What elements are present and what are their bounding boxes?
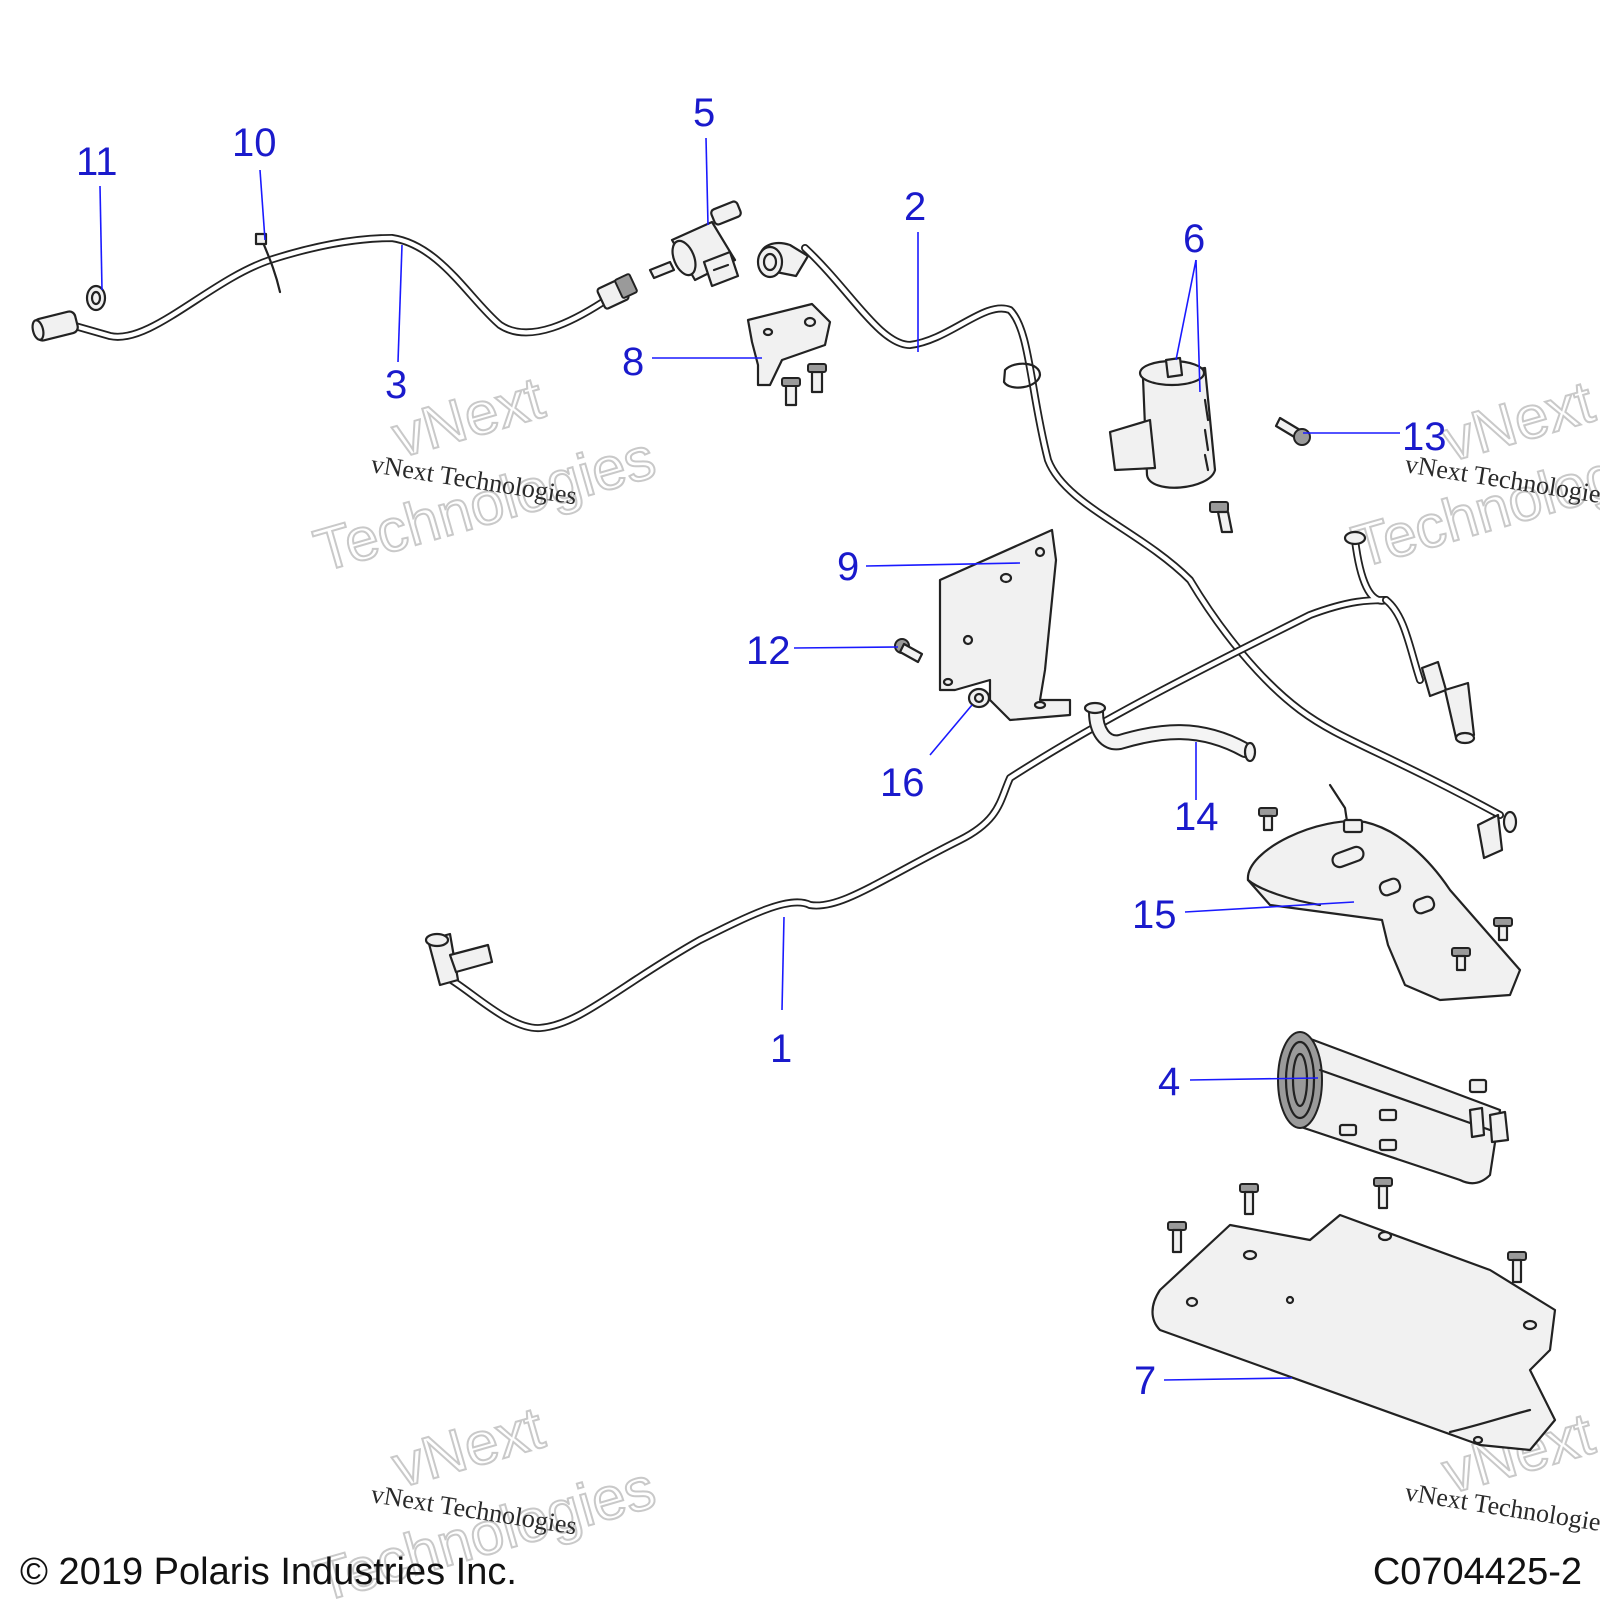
part-3-vent-line <box>31 234 638 342</box>
leader-7 <box>1163 1377 1293 1381</box>
callout-7: 7 <box>1134 1359 1156 1403</box>
leader-10 <box>259 169 266 241</box>
part-10-cable-tie <box>254 232 282 294</box>
callout-16: 16 <box>880 761 925 805</box>
part-11-hose-clamp <box>85 284 107 312</box>
callout-12: 12 <box>746 629 791 673</box>
leader-15 <box>1184 901 1355 913</box>
callout-8: 8 <box>622 340 644 384</box>
part-2-vent-line <box>756 241 1518 860</box>
part-13-screw <box>1274 416 1311 446</box>
leader-9 <box>865 562 1021 567</box>
callout-11: 11 <box>76 140 118 184</box>
part-9-mounting-plate <box>938 528 1072 722</box>
callout-13: 13 <box>1402 415 1447 459</box>
callout-4: 4 <box>1158 1060 1180 1104</box>
leader-6b <box>1195 259 1201 393</box>
callout-labels: 1 2 3 4 5 6 7 8 9 10 11 12 13 14 15 16 <box>76 91 1447 1403</box>
part-6-filter <box>1108 356 1234 534</box>
callout-6: 6 <box>1183 217 1205 261</box>
part-4-charcoal-canister <box>1277 1031 1510 1185</box>
drawing-id: C0704425-2 <box>1373 1551 1582 1593</box>
callout-14: 14 <box>1174 795 1219 839</box>
part-12-screw <box>894 638 924 664</box>
part-7-mounting-plate <box>1151 1177 1557 1452</box>
watermark-top-left: vNext Technologies vNext Technologies <box>306 363 663 586</box>
leader-3 <box>397 244 403 363</box>
copyright-text: © 2019 Polaris Industries Inc. <box>20 1551 517 1593</box>
plate-bolts <box>1167 1177 1527 1284</box>
leader-1 <box>781 916 785 1011</box>
part-8-bracket <box>746 302 832 407</box>
part-1-vent-line <box>424 530 1476 1033</box>
part-14-hose <box>1083 701 1257 763</box>
callout-3: 3 <box>385 363 407 407</box>
leader-6a <box>1175 259 1197 361</box>
callout-9: 9 <box>837 545 859 589</box>
leader-5 <box>705 137 709 226</box>
leader-11 <box>99 185 103 291</box>
part-5-purge-valve <box>648 200 742 288</box>
watermark-big-2: Technologies <box>307 424 662 585</box>
callout-15: 15 <box>1132 893 1177 937</box>
callout-5: 5 <box>693 91 715 135</box>
leader-16 <box>929 704 973 756</box>
leader-lines <box>99 137 1400 1381</box>
callout-10: 10 <box>232 121 277 165</box>
leader-12 <box>793 646 899 649</box>
callout-1: 1 <box>770 1027 792 1071</box>
watermark-top-right: vNext Technologies vNext Technologies <box>1344 367 1600 582</box>
callout-2: 2 <box>904 185 926 229</box>
leader-4 <box>1189 1077 1319 1081</box>
part-16-nut <box>967 687 991 709</box>
part-15-canister-shield <box>1246 807 1522 1002</box>
